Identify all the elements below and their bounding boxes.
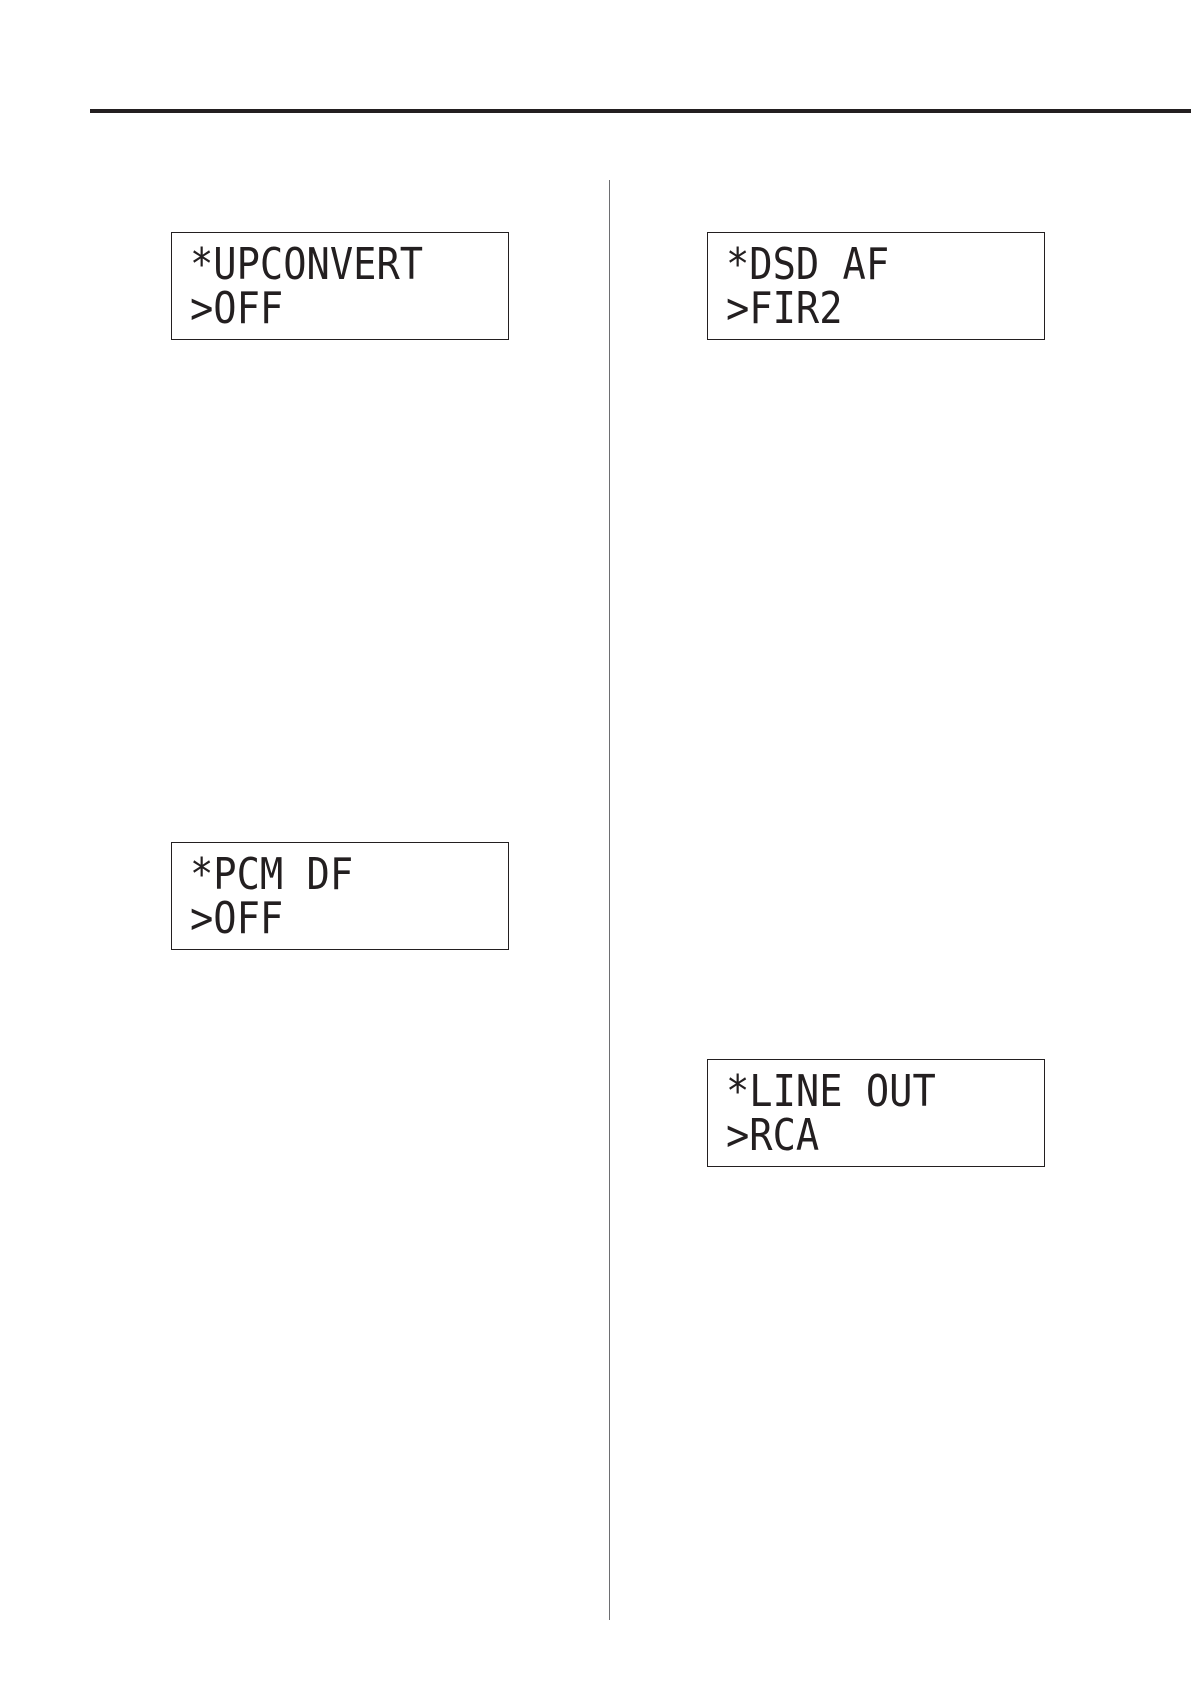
lcd-setting-value: >RCA: [726, 1114, 1006, 1158]
lcd-display-line-out: *LINE OUT >RCA: [707, 1059, 1045, 1167]
lcd-setting-name: *UPCONVERT: [190, 243, 470, 287]
lcd-setting-name: *LINE OUT: [726, 1070, 1006, 1114]
lcd-display-pcm-df: *PCM DF >OFF: [171, 842, 509, 950]
lcd-setting-value: >FIR2: [726, 287, 1006, 331]
lcd-setting-value: >OFF: [190, 897, 470, 941]
lcd-setting-name: *PCM DF: [190, 853, 470, 897]
lcd-display-dsd-af: *DSD AF >FIR2: [707, 232, 1045, 340]
lcd-display-upconvert: *UPCONVERT >OFF: [171, 232, 509, 340]
lcd-setting-value: >OFF: [190, 287, 470, 331]
column-divider: [609, 180, 610, 1620]
header-rule: [90, 109, 1191, 113]
lcd-setting-name: *DSD AF: [726, 243, 1006, 287]
